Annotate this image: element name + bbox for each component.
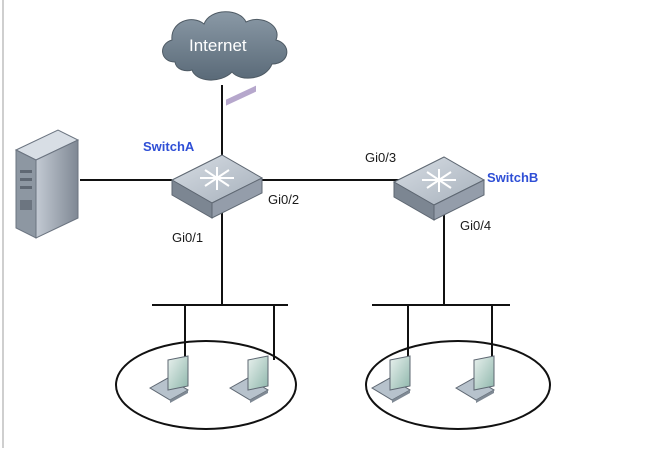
laptop-icon <box>455 355 495 403</box>
switch-a-label: SwitchA <box>143 139 195 154</box>
lan1-ellipse <box>115 340 297 430</box>
connection-lines <box>80 85 510 360</box>
internet-label: Internet <box>189 36 247 55</box>
switch-a-port-gi0-1: Gi0/1 <box>172 230 204 245</box>
switch-a-port-gi0-2: Gi0/2 <box>268 192 300 207</box>
server-icon <box>14 129 80 239</box>
switch-b-port-gi0-4: Gi0/4 <box>460 218 492 233</box>
laptop-icon <box>229 355 269 403</box>
switch-b-label: SwitchB <box>487 170 539 185</box>
switch-b-icon <box>392 156 486 221</box>
internet-cloud-icon <box>162 11 288 81</box>
lan2-ellipse <box>365 340 551 430</box>
switch-b-port-gi0-3: Gi0/3 <box>365 150 397 165</box>
laptop-icon <box>149 355 189 403</box>
laptop-icon <box>371 355 411 403</box>
switch-a-icon <box>170 85 264 219</box>
